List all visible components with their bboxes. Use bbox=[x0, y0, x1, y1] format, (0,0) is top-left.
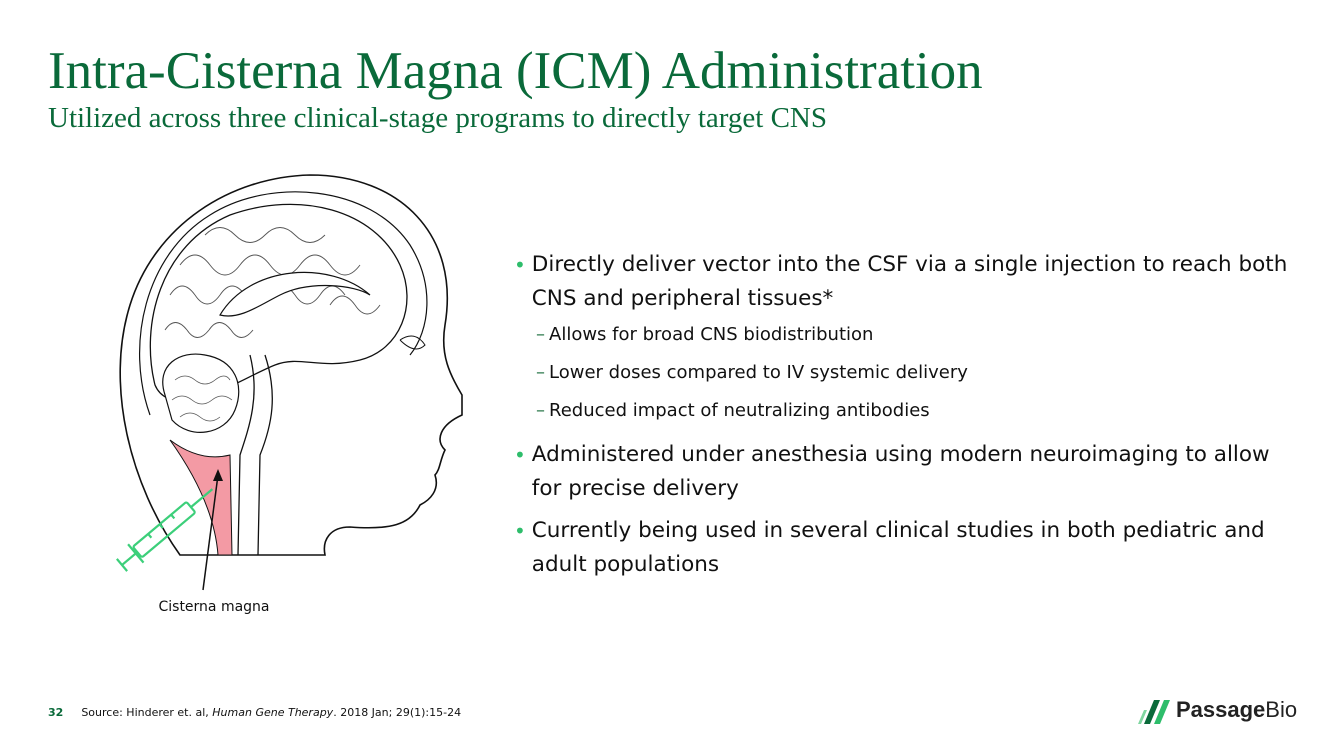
footer: 32 Source: Hinderer et. al, Human Gene Th… bbox=[48, 706, 461, 719]
slide-title: Intra-Cisterna Magna (ICM) Administratio… bbox=[48, 42, 983, 100]
slide-subtitle: Utilized across three clinical-stage pro… bbox=[48, 102, 827, 134]
logo-text-bold: Passage bbox=[1176, 697, 1266, 722]
cerebellum bbox=[162, 353, 240, 433]
syringe bbox=[116, 488, 214, 572]
page-number: 32 bbox=[48, 706, 64, 719]
bullet-list: •Directly deliver vector into the CSF vi… bbox=[514, 248, 1294, 582]
head-outline bbox=[119, 174, 463, 556]
head-illustration bbox=[116, 174, 463, 591]
bullet-1: •Directly deliver vector into the CSF vi… bbox=[514, 252, 1288, 311]
cisterna-magna bbox=[169, 439, 233, 556]
caption-pointer bbox=[202, 474, 219, 591]
logo-text-regular: Bio bbox=[1265, 697, 1298, 722]
source-journal: Human Gene Therapy bbox=[212, 706, 334, 719]
illustration-caption: Cisterna magna bbox=[158, 599, 270, 615]
bullet-3: •Currently being used in several clinica… bbox=[514, 518, 1265, 577]
bullet-2: •Administered under anesthesia using mod… bbox=[514, 442, 1270, 501]
source-suffix: . 2018 Jan; 29(1):15-24 bbox=[333, 706, 462, 719]
passage-bio-logo: PassageBio bbox=[1138, 694, 1297, 726]
sub-bullet-3: –Reduced impact of neutralizing antibodi… bbox=[536, 400, 930, 421]
source-prefix: Source: Hinderer et. al, bbox=[81, 706, 213, 719]
spinal-cord bbox=[237, 354, 273, 556]
logo-mark-icon bbox=[1138, 700, 1170, 724]
sub-bullet-1: –Allows for broad CNS biodistribution bbox=[536, 324, 874, 345]
sub-bullet-2: –Lower doses compared to IV systemic del… bbox=[536, 362, 968, 383]
